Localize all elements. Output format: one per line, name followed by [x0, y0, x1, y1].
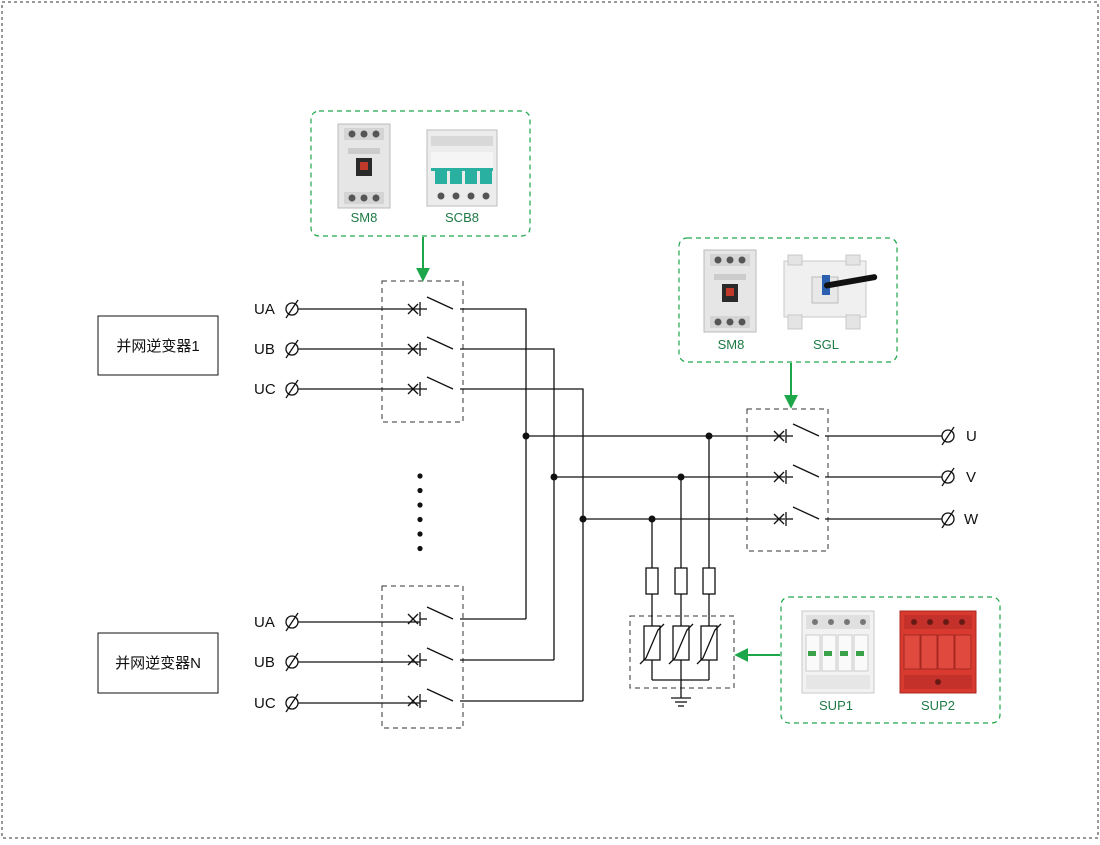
product-label-sup1: SUP1 — [819, 698, 853, 713]
ellipsis-dot — [417, 545, 423, 552]
breaker-symbol-out-2 — [773, 506, 820, 526]
output-label-v: V — [966, 469, 976, 486]
product-label-sm8-b: SM8 — [718, 337, 745, 352]
breaker-symbol-n-0 — [407, 606, 454, 626]
breaker-symbol-1-1 — [407, 336, 454, 356]
ellipsis-dots — [417, 473, 423, 552]
surge-protector-dashed-box — [629, 615, 735, 689]
terminal-label-uc-1: UC — [254, 381, 276, 398]
molded-case-breaker-icon — [703, 249, 757, 333]
breaker-symbol-out-0 — [773, 423, 820, 443]
ellipsis-dot — [417, 502, 423, 508]
terminal-symbols-output — [941, 426, 955, 529]
product-box-output-switches — [678, 237, 898, 363]
breaker-group-n-dashed-box — [381, 585, 464, 729]
breaker-symbols — [407, 296, 820, 708]
output-label-u: U — [966, 428, 977, 445]
product-label-sup2: SUP2 — [921, 698, 955, 713]
ellipsis-dot — [417, 531, 423, 537]
ellipsis-dot — [417, 487, 423, 494]
breaker-symbol-out-1 — [773, 464, 820, 484]
inverter-1-box: 并网逆变器1 — [97, 315, 219, 376]
output-switch-dashed-box — [746, 408, 829, 552]
inverter-n-box: 并网逆变器N — [97, 632, 219, 694]
breaker-symbol-1-2 — [407, 376, 454, 396]
product-box-surge-protectors — [780, 596, 1001, 724]
ellipsis-dot — [417, 473, 423, 479]
product-label-scb8: SCB8 — [445, 210, 479, 225]
wiring — [298, 308, 942, 707]
terminal-label-ua-1: UA — [254, 301, 275, 318]
terminal-label-ub-1: UB — [254, 341, 275, 358]
breaker-group-1-dashed-box — [381, 280, 464, 423]
ellipsis-dot — [417, 516, 423, 523]
product-label-sgl: SGL — [813, 337, 839, 352]
breaker-symbol-n-2 — [407, 688, 454, 708]
surge-protector-red-icon — [899, 610, 977, 694]
inverter-1-label: 并网逆变器1 — [116, 338, 199, 355]
breaker-symbol-1-0 — [407, 296, 454, 316]
load-isolation-switch-icon — [783, 254, 878, 330]
junction-dots — [522, 432, 713, 523]
output-label-w: W — [964, 511, 979, 528]
molded-case-breaker-icon — [337, 123, 391, 209]
terminal-label-ua-n: UA — [254, 614, 275, 631]
breaker-symbol-n-1 — [407, 647, 454, 667]
miniature-breaker-icon — [426, 129, 498, 207]
terminal-label-uc-n: UC — [254, 695, 276, 712]
terminal-label-ub-n: UB — [254, 654, 275, 671]
product-box-inverter-breakers — [310, 110, 531, 237]
product-label-sm8-a: SM8 — [351, 210, 378, 225]
terminal-symbols-inverter — [285, 299, 299, 713]
surge-protector-white-icon — [801, 610, 875, 694]
inverter-n-label: 并网逆变器N — [115, 655, 201, 672]
